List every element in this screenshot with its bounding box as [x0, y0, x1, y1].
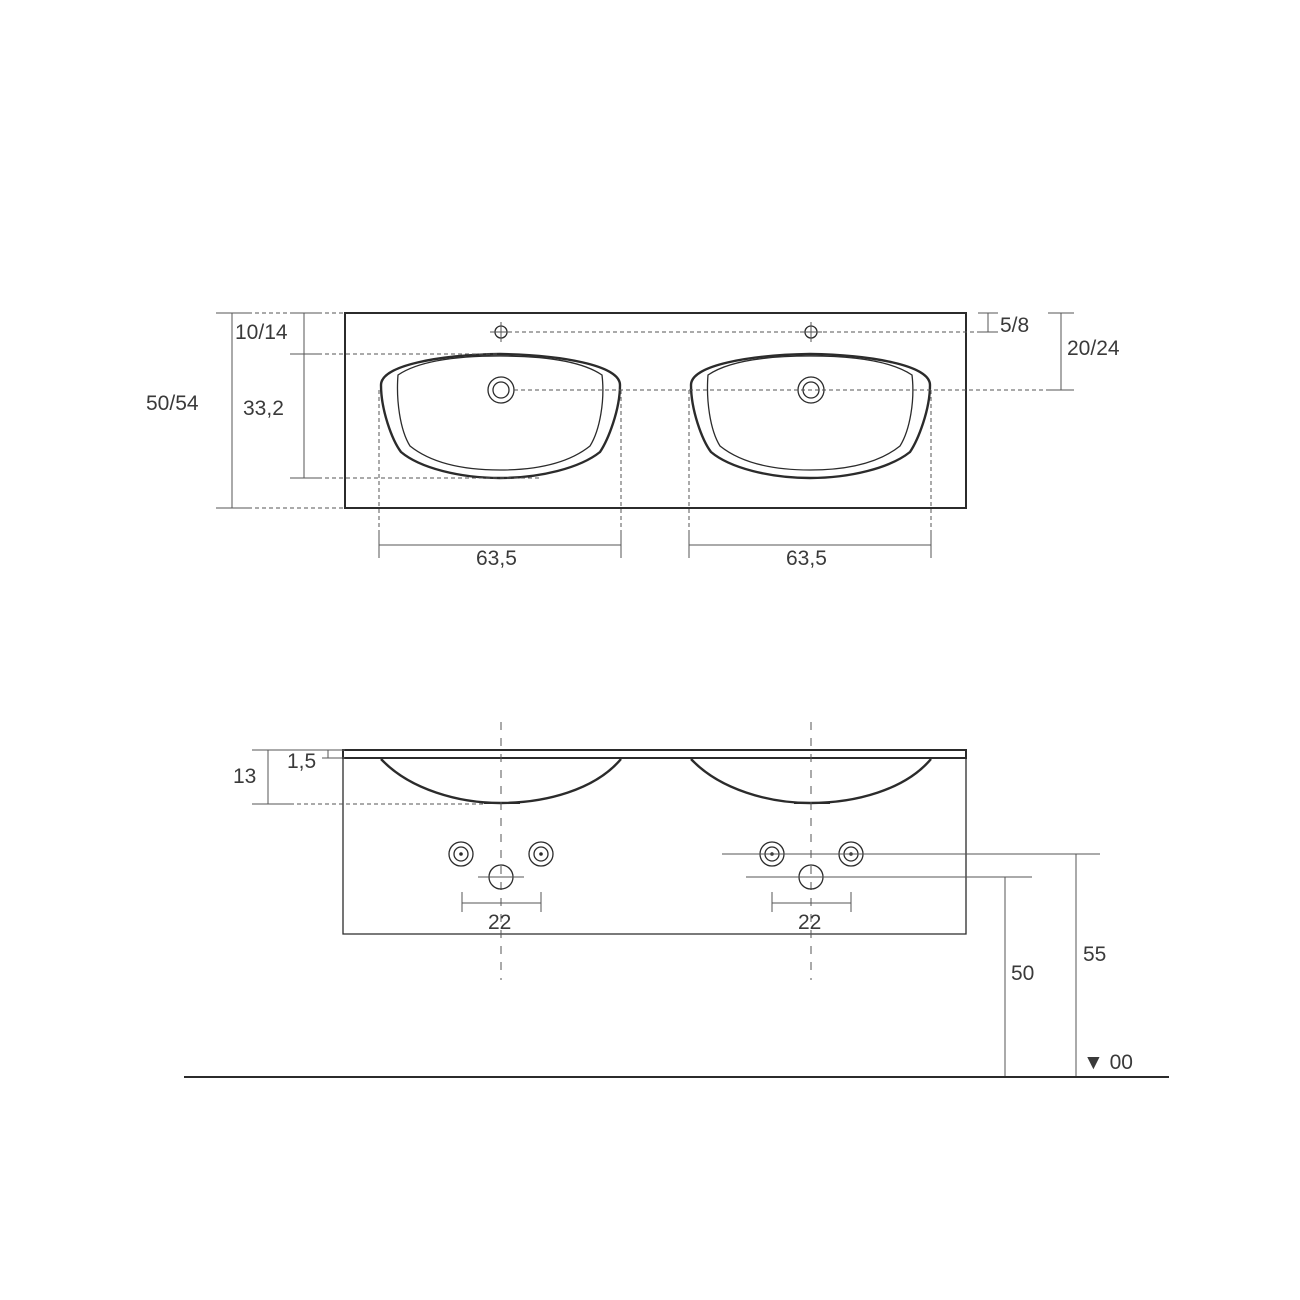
waste-height-label: 50	[1011, 962, 1034, 985]
vanity-top-outline	[344, 312, 967, 509]
top-thickness-dimension: 1,5	[287, 750, 345, 773]
plan-view: 50/54 10/14 33,2 5/8 20/24	[146, 312, 1120, 570]
left-bowl-profile	[380, 758, 622, 805]
basin-height-dimension: 13	[233, 749, 484, 805]
right-valve-spacing-label: 22	[798, 911, 821, 934]
left-drain-icon	[487, 376, 515, 404]
tap-hole-offset-label: 5/8	[1000, 314, 1029, 337]
left-hot-valve-inner	[453, 846, 469, 862]
left-valve-spacing-label: 22	[488, 911, 511, 934]
waste-height-dimension: 50	[1004, 877, 1034, 1077]
front-offset-dimension: 10/14	[235, 312, 318, 355]
drain-offset-label: 20/24	[1067, 337, 1120, 360]
depth-label: 50/54	[146, 392, 199, 415]
basin-height-label: 13	[233, 765, 256, 788]
top-thickness-label: 1,5	[287, 750, 316, 773]
bowl-depth-label: 33,2	[243, 397, 284, 420]
front-offset-label: 10/14	[235, 321, 288, 344]
left-hot-valve-dot	[459, 852, 463, 856]
right-basin-inner	[706, 355, 914, 471]
right-bowl-profile	[690, 758, 932, 805]
tap-hole-offset-dimension: 5/8	[978, 312, 1029, 337]
left-cold-valve-dot	[539, 852, 543, 856]
right-bowl-width-label: 63,5	[786, 547, 827, 570]
elevation-view: 13 1,5 22	[184, 722, 1169, 1078]
bowl-depth-dimension: 33,2	[243, 354, 318, 479]
left-basin-inner	[396, 355, 604, 471]
left-cold-valve-icon	[528, 841, 554, 867]
supply-height-dimension: 55	[1075, 854, 1106, 1077]
right-basin-rim	[689, 352, 932, 480]
right-basin-plan	[689, 322, 932, 480]
drain-offset-dimension: 20/24	[1048, 312, 1120, 391]
depth-dimension: 50/54	[146, 312, 250, 509]
left-cold-valve-inner	[533, 846, 549, 862]
countertop-slab	[342, 749, 967, 759]
cabinet-body	[342, 758, 967, 935]
left-bowl-width-label: 63,5	[476, 547, 517, 570]
left-drain-inner-icon	[492, 381, 510, 399]
right-supply-valves: 22	[722, 841, 1100, 934]
left-basin-plan	[379, 322, 622, 480]
left-hot-valve-icon	[448, 841, 474, 867]
left-bowl-width-dimension: 63,5	[378, 533, 622, 570]
floor-level-label: ▼ 00	[1083, 1051, 1133, 1074]
right-bowl-width-dimension: 63,5	[688, 533, 932, 570]
supply-height-label: 55	[1083, 943, 1106, 966]
left-supply-valves: 22	[448, 841, 554, 934]
left-basin-rim	[379, 352, 622, 480]
